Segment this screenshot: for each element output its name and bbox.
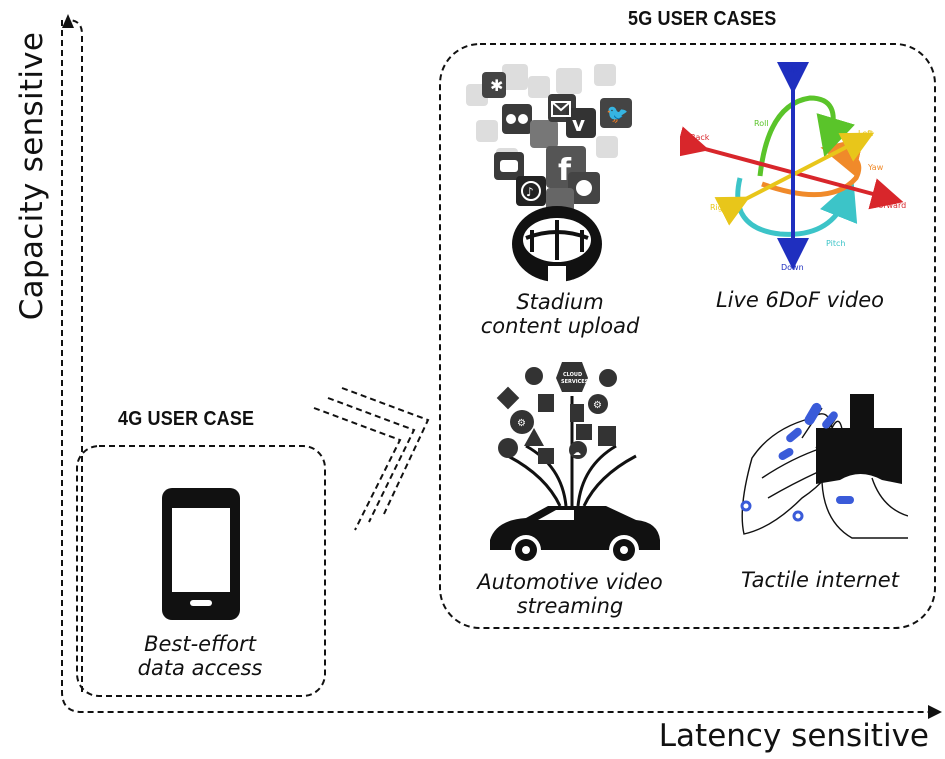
dof-label-right: Right — [710, 203, 731, 212]
dof-label-down: Down — [781, 263, 804, 272]
svg-text:🐦: 🐦 — [606, 104, 628, 125]
caption-line: data access — [137, 656, 263, 680]
svg-text:SERVICES: SERVICES — [561, 379, 589, 385]
x-axis-arrow — [928, 705, 942, 719]
dof-label-roll: Roll — [754, 119, 769, 128]
vr-headset-glove-icon — [740, 394, 908, 539]
caption-stadium: Stadium content upload — [480, 290, 640, 338]
group-title-4g: 4G USER CASE — [118, 408, 255, 430]
caption-tactile: Tactile internet — [720, 568, 920, 592]
svg-text:♪: ♪ — [526, 185, 534, 199]
dof-label-forward: Forward — [874, 201, 906, 210]
svg-text:v: v — [572, 112, 585, 136]
svg-text:f: f — [558, 153, 572, 188]
caption-line: Automotive video — [477, 570, 663, 594]
dof-label-pitch: Pitch — [826, 239, 845, 248]
dof-label-yaw: Yaw — [867, 163, 884, 172]
smartphone-icon — [162, 488, 240, 620]
dof-label-up: Up — [787, 65, 798, 74]
dof-label-left: Left — [858, 129, 873, 138]
caption-line: Live 6DoF video — [715, 288, 885, 312]
svg-text:⚙: ⚙ — [517, 418, 526, 429]
caption-line: Best-effort — [144, 632, 256, 656]
six-dof-axes-icon: Up Down Left Right Forward Back Roll Yaw… — [680, 62, 906, 272]
dof-label-back: Back — [690, 133, 710, 142]
caption-automotive: Automotive video streaming — [470, 570, 670, 618]
box-5g — [439, 43, 936, 629]
svg-text:CLOUD: CLOUD — [563, 372, 582, 378]
svg-text:⚙: ⚙ — [593, 400, 602, 411]
x-axis-label: Latency sensitive — [658, 718, 929, 754]
caption-line: Stadium — [516, 290, 604, 314]
caption-line: streaming — [516, 594, 624, 618]
caption-6dof: Live 6DoF video — [700, 288, 900, 312]
y-axis-arrow — [62, 14, 74, 28]
svg-text:✱: ✱ — [490, 76, 503, 95]
transition-chevrons — [313, 387, 430, 531]
x-axis-line — [61, 20, 930, 713]
y-axis-label: Capacity sensitive — [14, 31, 50, 321]
y-axis-line — [67, 19, 83, 692]
caption-best-effort: Best-effort data access — [100, 632, 300, 680]
caption-line: Tactile internet — [741, 568, 899, 592]
svg-text:☁: ☁ — [573, 448, 581, 457]
box-4g — [76, 445, 326, 697]
stadium-social-media-icon: ✱ v 🐦 f ♪ — [466, 64, 632, 282]
caption-line: content upload — [480, 314, 640, 338]
group-title-5g: 5G USER CASES — [628, 8, 777, 30]
